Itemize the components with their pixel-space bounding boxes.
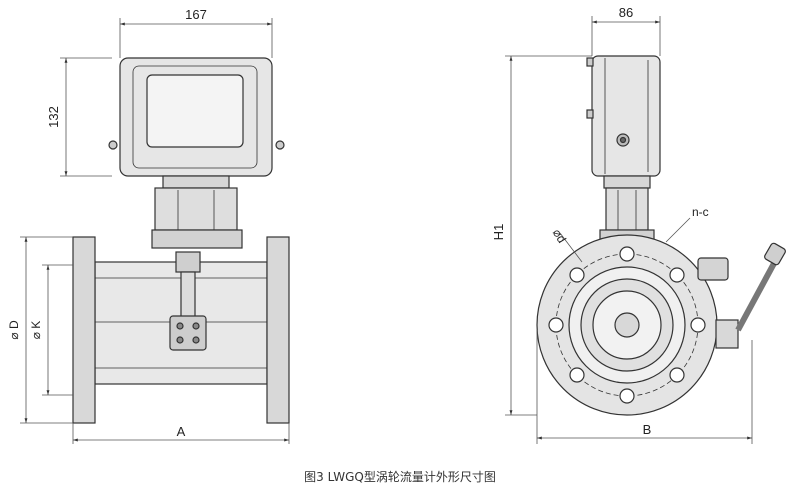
bolt-hole	[548, 317, 564, 333]
right-flange	[266, 236, 290, 424]
valve-body	[697, 257, 729, 281]
front-dimensions	[20, 18, 290, 444]
neck-base	[151, 229, 243, 249]
diameter-k-label: ⌀ K	[29, 321, 43, 340]
display-bezel	[132, 65, 258, 169]
bolt-hole	[690, 317, 706, 333]
width-167-label: 167	[185, 7, 207, 22]
side-view	[536, 55, 786, 416]
overall-b-label: B	[643, 422, 652, 437]
valve-stem	[715, 319, 739, 349]
sensor-stem	[180, 271, 196, 319]
bolt-hole	[669, 367, 685, 383]
length-a-label: A	[177, 424, 186, 439]
bolt-hole	[569, 267, 585, 283]
width-86-label: 86	[619, 5, 633, 20]
side-screw-lower	[586, 109, 594, 119]
display-window	[146, 74, 244, 148]
front-view	[72, 57, 290, 424]
turbine-hub	[614, 312, 640, 338]
left-flange	[72, 236, 96, 424]
bolt-hole	[619, 246, 635, 262]
side-neck-collar	[603, 175, 651, 189]
bolt-hole	[569, 367, 585, 383]
housing-screw-left	[108, 140, 118, 150]
valve-knob	[764, 242, 786, 266]
side-screw	[586, 57, 594, 67]
housing-screw-right	[275, 140, 285, 150]
sensor-clamp	[169, 315, 207, 351]
side-housing	[591, 55, 661, 177]
bolt-hole-diameter-label: ⌀d	[550, 226, 569, 245]
valve-lever	[735, 254, 781, 332]
figure-caption: 图3 LWGQ型涡轮流量计外形尺寸图	[304, 470, 496, 484]
height-132-label: 132	[46, 106, 61, 128]
bolt-count-label: n-c	[692, 205, 709, 219]
diameter-d-label: ⌀ D	[7, 320, 21, 340]
side-dimensions	[505, 16, 753, 444]
bolt-hole	[619, 388, 635, 404]
neck-collar	[162, 175, 230, 189]
neck-column	[154, 187, 238, 231]
side-neck-column	[605, 187, 649, 231]
sensor-head	[175, 251, 201, 273]
height-h1-label: H1	[491, 224, 506, 241]
bolt-hole	[669, 267, 685, 283]
